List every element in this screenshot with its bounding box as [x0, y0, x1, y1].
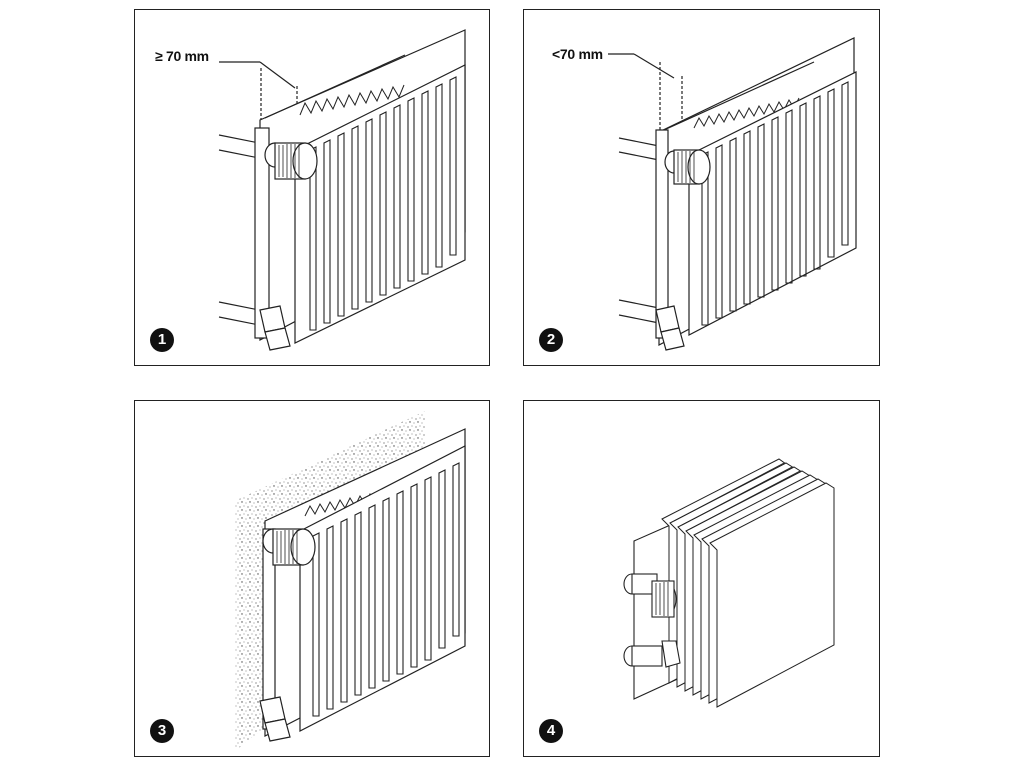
- step-badge-2: 2: [539, 328, 563, 352]
- step-badge-3: 3: [150, 719, 174, 743]
- radiator-wide-clearance-illustration: [218, 29, 466, 351]
- panel-1: ≥ 70 mm 1: [134, 9, 490, 366]
- clearance-label-2: <70 mm: [552, 46, 603, 62]
- panel-3: 3: [134, 400, 490, 757]
- step-badge-1: 1: [150, 328, 174, 352]
- step-badge-4: 4: [539, 719, 563, 743]
- radiator-narrow-clearance-illustration: [608, 37, 857, 351]
- radiator-covered-illustration: [235, 411, 466, 751]
- sectional-radiator-illustration: [623, 458, 835, 708]
- panel-2: <70 mm 2: [523, 9, 880, 366]
- panel-4: 4: [523, 400, 880, 757]
- clearance-label-1: ≥ 70 mm: [155, 48, 209, 64]
